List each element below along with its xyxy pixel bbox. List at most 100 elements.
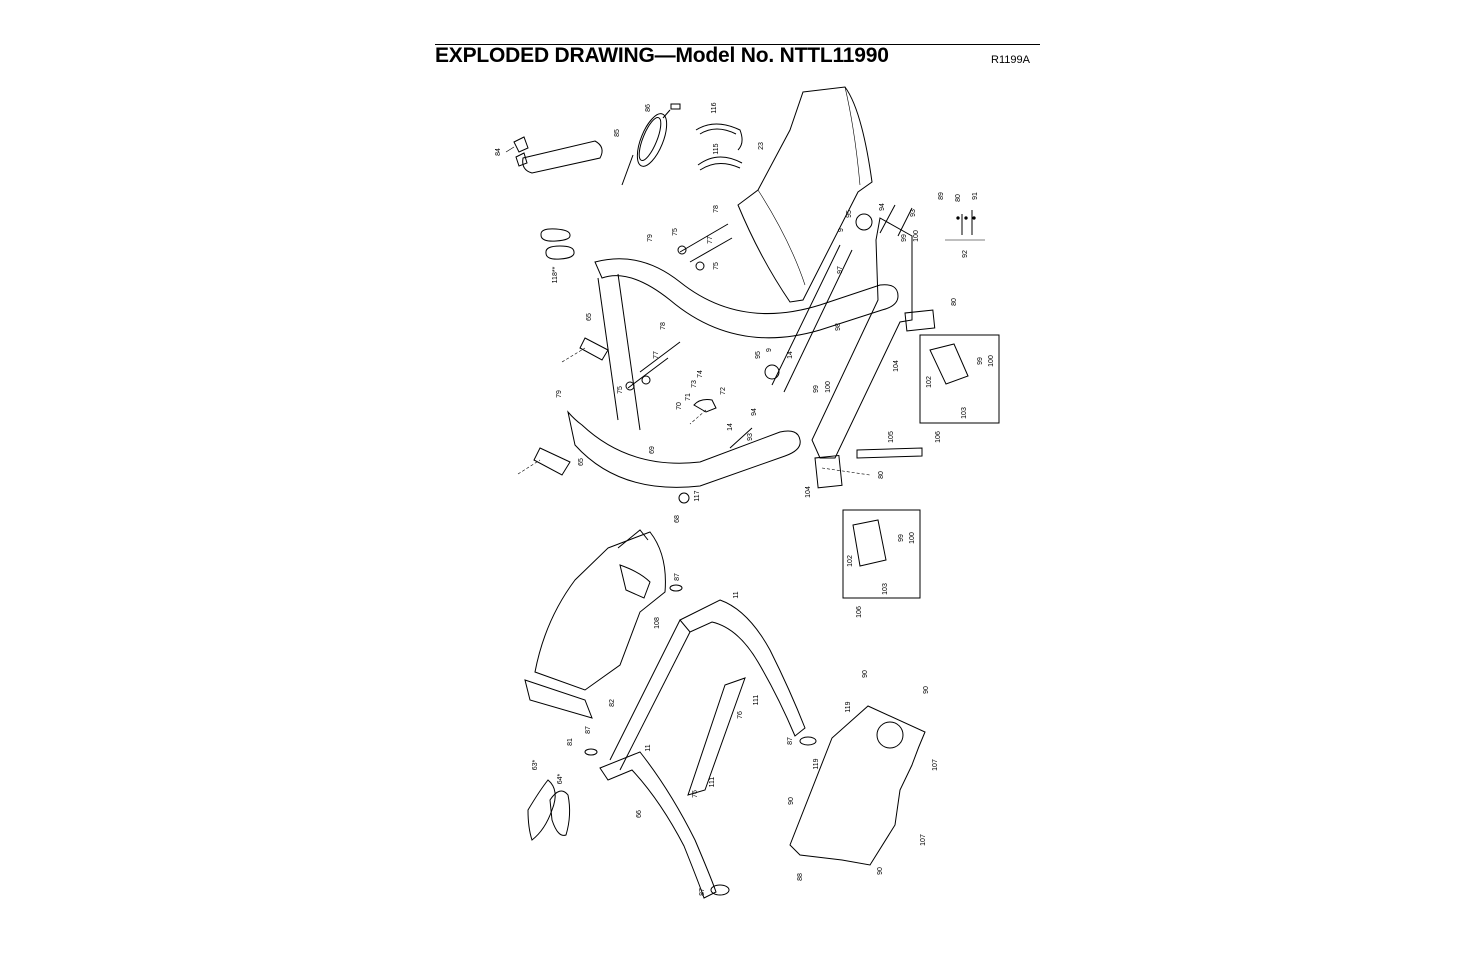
callout-label: 78 [660, 322, 667, 330]
callout-label: 87 [585, 726, 592, 734]
handrail-66 [599, 599, 806, 899]
callout-label: 95 [846, 210, 853, 218]
callout-label: 81 [567, 738, 574, 746]
callout-label: 88 [797, 873, 804, 881]
callout-label: 73 [691, 380, 698, 388]
callout-label: 94 [879, 203, 886, 211]
callout-label: 70 [676, 402, 683, 410]
wire-harness-116 [695, 123, 743, 171]
callout-label: 94 [751, 408, 758, 416]
callout-label: 64* [557, 773, 564, 784]
callout-label: 75 [672, 228, 679, 236]
callout-label: 108 [654, 617, 661, 629]
callout-label: 75 [713, 262, 720, 270]
callout-label: 119 [813, 758, 820, 769]
callout-label: 111 [753, 695, 760, 706]
motor-hood-base-82 [524, 529, 666, 719]
callout-label: 80 [878, 471, 885, 479]
end-caps-87 [584, 584, 817, 896]
callout-label: 115 [713, 143, 720, 154]
callout-label: 87 [674, 573, 681, 581]
callout-label: 103 [961, 407, 968, 419]
pedals-65 [517, 337, 609, 476]
handles-118 [540, 228, 575, 260]
callout-label: 77 [707, 236, 714, 244]
callout-label: 78 [713, 205, 720, 213]
callout-label: 104 [893, 360, 900, 372]
callout-label: 79 [556, 390, 563, 398]
title-rule [435, 44, 1040, 45]
callout-label: 76 [737, 711, 744, 719]
callout-label: 75 [617, 386, 624, 394]
callout-label: 71 [685, 393, 692, 401]
callout-label: 23 [758, 142, 765, 150]
callout-label: 111 [709, 777, 716, 788]
callout-label: 117 [694, 490, 701, 501]
callout-label: 90 [877, 867, 884, 875]
callout-label: 77 [653, 351, 660, 359]
callout-label: 79 [647, 234, 654, 242]
callout-label: 80 [955, 194, 962, 202]
callout-label: 106 [856, 606, 863, 618]
callout-label: 100 [913, 230, 920, 242]
callout-label: 100 [825, 381, 832, 393]
callout-label: 103 [882, 583, 889, 595]
callout-label: 91 [972, 192, 979, 200]
callout-label: 116 [711, 102, 718, 113]
callout-label: 87 [787, 737, 794, 745]
callout-label: 93 [747, 433, 754, 441]
callout-label: 76 [692, 790, 699, 798]
callout-label: 65 [586, 313, 593, 321]
callout-label: 102 [926, 376, 933, 388]
callout-label: 104 [805, 486, 812, 498]
tray-84 [505, 136, 603, 174]
callout-label: 118** [552, 266, 559, 283]
callout-label: 119 [845, 701, 852, 712]
callout-label: 9 [838, 228, 845, 232]
callout-label: 100 [909, 532, 916, 544]
callout-label: 87 [699, 888, 706, 896]
bottom-plate-88 [789, 705, 926, 866]
callout-label: 68 [674, 515, 681, 523]
callout-label: 90 [862, 670, 869, 678]
callout-label: 86 [645, 104, 652, 112]
console-bolts [625, 223, 733, 391]
callout-label: 11 [645, 744, 652, 751]
callout-label: 99 [977, 357, 984, 365]
callout-label: 92 [962, 250, 969, 258]
callout-label: 66 [636, 810, 643, 818]
callout-label: 14 [787, 351, 794, 359]
callout-label: 72 [720, 387, 727, 395]
callout-label: 95 [755, 351, 762, 359]
callout-label: 100 [988, 355, 995, 367]
callout-label: 63* [532, 759, 539, 770]
callout-label: 82 [609, 699, 616, 707]
callout-label: 65 [578, 458, 585, 466]
straps-63 [527, 779, 571, 841]
callout-label: 89 [938, 192, 945, 200]
callout-label: 102 [847, 555, 854, 567]
motor-hood-23 [737, 86, 873, 303]
callout-label: 80 [951, 298, 958, 306]
callout-label: 74 [697, 370, 704, 378]
page-code: R1199A [991, 54, 1030, 66]
callout-label: 9 [766, 348, 773, 352]
callout-label: 93 [910, 209, 917, 217]
callout-label: 90 [923, 686, 930, 694]
callout-label: 99 [898, 534, 905, 542]
page-title: EXPLODED DRAWING—Model No. NTTL11990 [435, 44, 889, 67]
incline-assembly [678, 399, 923, 504]
boxes-106 [842, 334, 1000, 599]
callout-label: 85 [614, 129, 621, 137]
callout-label: 98 [835, 323, 842, 331]
callout-label: 106 [935, 431, 942, 443]
callout-label: 107 [932, 759, 939, 771]
callout-label: 99 [901, 234, 908, 242]
callout-label: 107 [920, 834, 927, 846]
callout-label: 97 [837, 266, 844, 274]
roller-hardware [879, 204, 985, 241]
base-frame-rails [764, 213, 936, 489]
